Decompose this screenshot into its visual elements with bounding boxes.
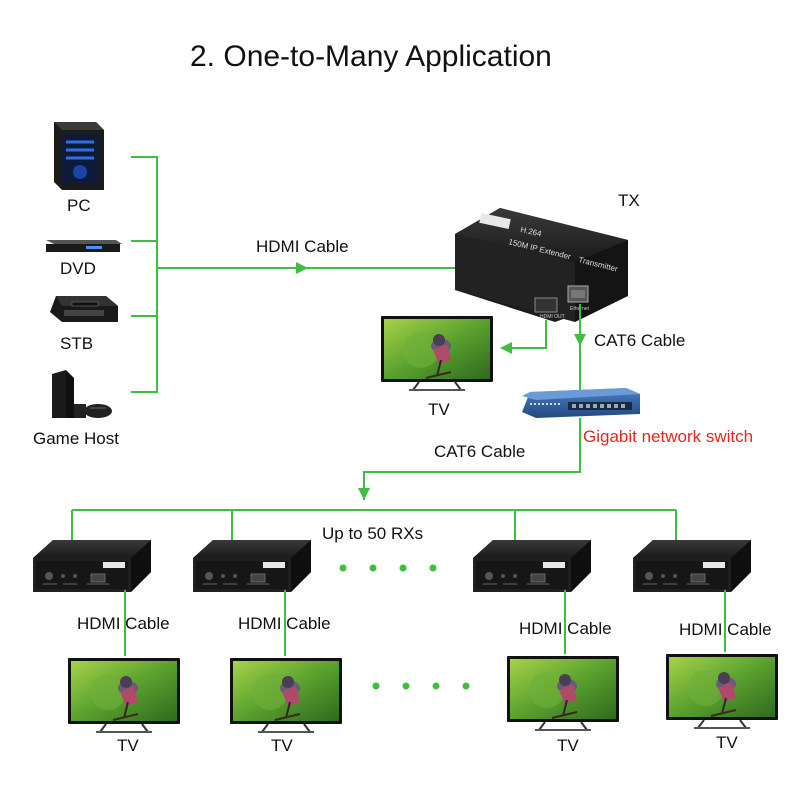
- hdmi-main-arrow: [296, 262, 308, 274]
- loop-arrow: [500, 342, 512, 354]
- output-tv-symbol: [665, 653, 779, 729]
- rx-drop-lines: [71, 510, 677, 540]
- loop-tv-symbol: [380, 315, 494, 391]
- tx-tag-label: TX: [618, 191, 640, 210]
- cat6-cable-tx-label: CAT6 Cable: [594, 331, 686, 350]
- ellipsis-dots-rx: [339, 564, 437, 572]
- output-tv-symbol: [506, 655, 620, 731]
- output-tv-label: TV: [271, 736, 293, 755]
- output-tv-label: TV: [117, 736, 139, 755]
- tx-model-text: H.264: [520, 225, 543, 238]
- output-tv-label: TV: [716, 733, 738, 752]
- loop-connector: [512, 320, 547, 349]
- rx-hdmi-cable-label: HDMI Cable: [238, 614, 331, 633]
- tx-switch-arrow: [574, 334, 586, 346]
- network-switch-device: [522, 388, 640, 418]
- rx-hdmi-cable-label: HDMI Cable: [77, 614, 170, 633]
- receiver-symbol: [32, 539, 152, 593]
- receiver-symbol: [632, 539, 752, 593]
- source-label-dvd: DVD: [60, 259, 96, 278]
- up-to-label: Up to 50 RXs: [322, 524, 424, 543]
- pc-tower-icon: [54, 122, 104, 190]
- switch-label: Gigabit network switch: [583, 427, 754, 446]
- rx-hdmi-cable-label: HDMI Cable: [519, 619, 612, 638]
- hdmi-cable-label: HDMI Cable: [256, 237, 349, 256]
- switch-rx-arrow: [358, 488, 370, 500]
- ellipsis-dots-tv: [372, 682, 470, 690]
- loop-tv-label: TV: [428, 400, 450, 419]
- output-tv-symbol: [229, 657, 343, 733]
- output-tv-symbol: [67, 657, 181, 733]
- receiver-symbol: [472, 539, 592, 593]
- cat6-cable-rx-label: CAT6 Cable: [434, 442, 526, 461]
- output-tv-label: TV: [557, 736, 579, 755]
- source-label-pc: PC: [67, 196, 91, 215]
- source-label-game-host: Game Host: [33, 429, 119, 448]
- rx-tv-connectors: [124, 590, 726, 656]
- rx-hdmi-cable-label: HDMI Cable: [679, 620, 772, 639]
- transmitter-device: [455, 208, 628, 322]
- source-bracket: [131, 156, 158, 393]
- source-label-stb: STB: [60, 334, 94, 353]
- tx-port-hdmi-text: HDMI OUT: [540, 314, 565, 320]
- game-console-icon: [52, 370, 112, 418]
- receiver-symbol: [192, 539, 312, 593]
- switch-rx-connector: [363, 418, 581, 500]
- diagram-title: 2. One-to-Many Application: [190, 40, 552, 73]
- dvd-player-icon: [46, 240, 122, 252]
- set-top-box-icon: [50, 296, 118, 322]
